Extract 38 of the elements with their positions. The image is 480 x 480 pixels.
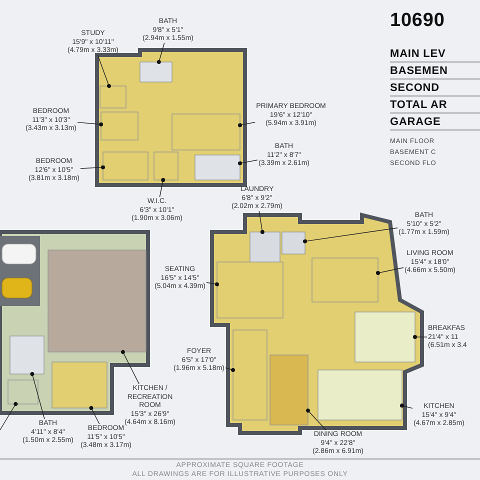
room-floor xyxy=(354,312,416,362)
leader-line xyxy=(156,42,165,64)
room-floor xyxy=(100,86,126,108)
room-floor xyxy=(312,258,378,302)
room-floor xyxy=(232,330,268,420)
area-heading: MAIN LEV xyxy=(390,48,446,60)
room-floor xyxy=(100,112,138,140)
area-heading: BASEMEN xyxy=(390,65,448,77)
area-heading: TOTAL AR xyxy=(390,99,448,111)
room-floor xyxy=(216,262,284,318)
room-floor xyxy=(102,152,148,180)
leader-line xyxy=(120,350,140,384)
leader-line xyxy=(238,160,258,166)
room-floor xyxy=(318,370,402,420)
room-floor xyxy=(52,362,108,408)
leader-line xyxy=(400,404,413,409)
leader-line xyxy=(0,402,18,430)
area-heading: SECOND xyxy=(390,82,440,94)
leader-line xyxy=(80,165,105,170)
leader-line xyxy=(159,178,166,198)
room-floor xyxy=(172,114,240,150)
room-floor xyxy=(270,354,308,426)
leader-line xyxy=(225,367,235,372)
leader-line xyxy=(77,122,103,126)
leader-line xyxy=(238,122,256,128)
address-number: 10690 xyxy=(390,10,445,32)
room-floor xyxy=(10,336,44,374)
leader-line xyxy=(89,406,100,424)
leader-line xyxy=(413,335,428,339)
room-floor xyxy=(194,154,240,180)
room-floor xyxy=(154,152,178,180)
room-floor xyxy=(48,250,146,352)
leader-line xyxy=(258,210,264,234)
room-floor xyxy=(8,380,38,404)
room-floor xyxy=(140,62,172,82)
area-heading: GARAGE xyxy=(390,116,441,128)
room-floor xyxy=(282,232,306,254)
leader-line xyxy=(206,282,219,286)
